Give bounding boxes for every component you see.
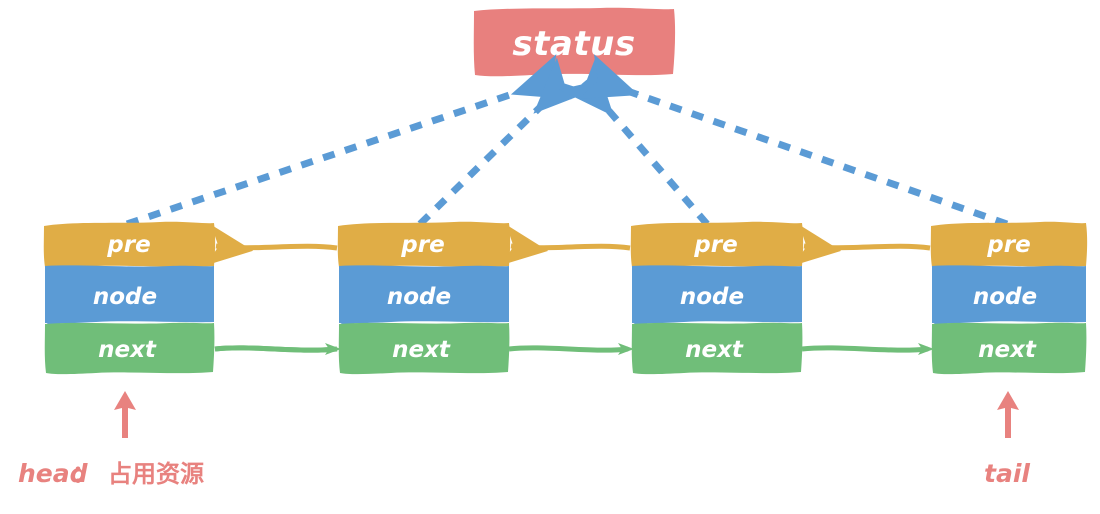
pre-arrow-2-to-1 [205, 224, 338, 266]
node-2[interactable]: pre node next [337, 221, 511, 375]
node-4-next-label: next [978, 337, 1037, 363]
node-3-next-band [631, 322, 803, 375]
node-4-node-band [932, 265, 1086, 324]
tail-pointer-label: tail [984, 459, 1030, 488]
head-pointer-label-cjk: 占用资源 [108, 460, 204, 488]
node-4[interactable]: pre node next [930, 221, 1088, 375]
node-1-node-label: node [93, 284, 157, 310]
node-3-node-label: node [680, 284, 744, 310]
node-2-pre-band [337, 221, 511, 268]
node-1-next-label: next [98, 337, 157, 363]
head-pointer-label-separator: ： [72, 460, 96, 488]
pre-arrow-3-to-2 [500, 224, 631, 266]
node-3-next-label: next [685, 337, 744, 363]
next-arrow-2-to-3-line [508, 345, 629, 353]
status-link-node-3 [559, 58, 710, 227]
next-arrow-3-to-4-line [801, 345, 929, 353]
head-pointer-label-latin: head [18, 459, 89, 488]
node-1-next-band [44, 322, 215, 375]
node-2-next-band [338, 322, 510, 375]
node-4-next-band [931, 322, 1087, 375]
status-link-node-4 [578, 54, 1009, 228]
next-arrow-2-to-3-head [618, 343, 634, 355]
node-4-node-label: node [973, 284, 1037, 310]
node-1[interactable]: pre node next [43, 221, 216, 375]
node-4-pre-label: pre [986, 232, 1030, 258]
node-3-pre-band [630, 221, 804, 268]
pre-arrows [205, 224, 931, 266]
status-links [125, 54, 1009, 228]
node-1-pre-band [43, 221, 216, 268]
node-2-next-label: next [392, 337, 451, 363]
status-box-label: status [512, 24, 635, 64]
status-link-node-1 [125, 54, 572, 228]
next-arrow-1-to-2-line [214, 345, 336, 353]
node-3[interactable]: pre node next [630, 221, 804, 375]
node-1-pre-label: pre [106, 232, 150, 258]
node-2-pre-label: pre [400, 232, 444, 258]
next-arrows [214, 343, 934, 355]
head-pointer[interactable]: head ： 占用资源 [18, 391, 204, 488]
tail-arrow-icon [997, 391, 1019, 438]
node-3-node-band [632, 265, 802, 324]
node-4-pre-band [930, 221, 1088, 268]
node-2-node-label: node [387, 284, 451, 310]
status-box[interactable]: status [473, 7, 676, 77]
head-arrow-icon [114, 391, 136, 438]
node-1-node-band [45, 265, 214, 324]
node-2-node-band [339, 265, 509, 324]
next-arrow-3-to-4-head [918, 343, 934, 355]
status-link-node-2 [417, 57, 591, 227]
tail-pointer[interactable]: tail [984, 391, 1030, 488]
next-arrow-1-to-2-head [325, 343, 341, 355]
node-3-pre-label: pre [693, 232, 737, 258]
pre-arrow-4-to-3 [793, 224, 931, 266]
